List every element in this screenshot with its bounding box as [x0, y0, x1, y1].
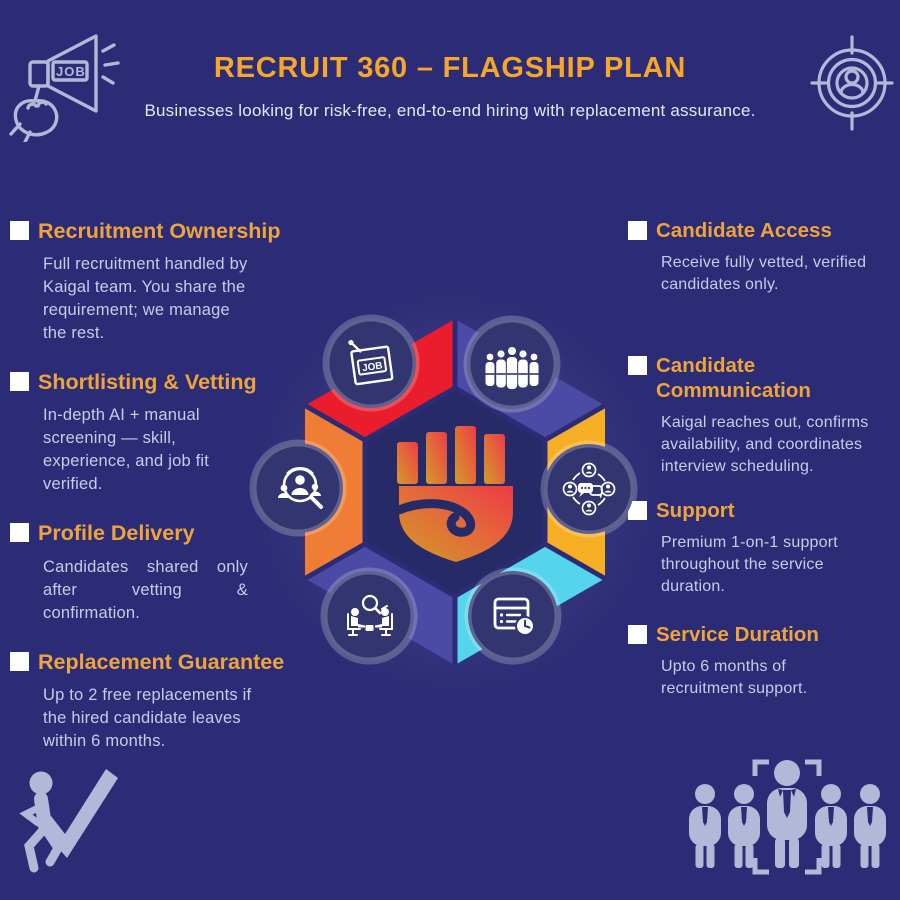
feature-title: Candidate Communication [656, 354, 811, 402]
feature-body: Receive fully vetted, verified candidate… [661, 254, 867, 293]
feature-shortlisting-vetting: Shortlisting & Vetting In-depth AI + man… [10, 369, 320, 496]
feature-body: Full recruitment handled by Kaigal team.… [43, 255, 248, 343]
person-checkmark-icon [19, 769, 118, 873]
feature-body: Up to 2 free replacements if the hired c… [43, 685, 252, 750]
workforce-group-icon [485, 347, 539, 389]
feature-replacement-guarantee: Replacement Guarantee Up to 2 free repla… [10, 649, 320, 753]
selection-brackets [752, 759, 822, 875]
page-subtitle: Businesses looking for risk-free, end-to… [144, 101, 756, 120]
team-member [854, 784, 886, 868]
bullet-square [628, 221, 647, 240]
bullet-square [10, 372, 29, 392]
candidate-search-icon [278, 467, 323, 509]
job-posting-icon: JOB [348, 339, 394, 386]
megaphone-job-icon: JOB [9, 34, 120, 142]
feature-body: Upto 6 months of recruitment support. [661, 658, 808, 697]
diagram-nodes: JOB [249, 314, 638, 665]
bullet-square [628, 356, 647, 375]
schedule-clock-icon [493, 597, 535, 636]
feature-body: Candidates shared only after vetting & c… [43, 557, 248, 622]
feature-title: Shortlisting & Vetting [38, 370, 257, 395]
page-title: RECRUIT 360 – FLAGSHIP PLAN [213, 52, 687, 84]
bullet-square [628, 625, 647, 644]
feature-title: Recruitment Ownership [38, 219, 281, 243]
job-note-label: JOB [361, 360, 383, 374]
target-person-icon [810, 35, 894, 131]
feature-service-duration: Service Duration Upto 6 months of recrui… [628, 622, 890, 700]
feature-title: Support [656, 499, 735, 522]
features-right: Candidate Access Receive fully vetted, v… [628, 218, 890, 724]
feature-support: Support Premium 1-on-1 support throughou… [628, 498, 890, 598]
interview-icon [347, 594, 393, 636]
feature-recruitment-ownership: Recruitment Ownership Full recruitment h… [10, 218, 320, 345]
kaigal-fist-shield-logo [394, 426, 513, 562]
feature-title: Service Duration [656, 623, 819, 646]
features-left: Recruitment Ownership Full recruitment h… [10, 218, 320, 777]
feature-title: Candidate Access [656, 219, 832, 242]
feature-body: Premium 1-on-1 support throughout the se… [661, 534, 838, 595]
candidate-communication-icon [562, 462, 616, 516]
bullet-square [10, 221, 29, 240]
feature-title: Replacement Guarantee [38, 649, 285, 674]
feature-body: In-depth AI + manual screening — skill, … [43, 406, 210, 494]
hexagon-process-diagram: JOB [249, 286, 661, 697]
team-selection-icon [689, 759, 886, 875]
megaphone-label: JOB [56, 64, 86, 79]
feature-candidate-access: Candidate Access Receive fully vetted, v… [628, 218, 890, 296]
bullet-square [10, 523, 29, 543]
bullet-square [10, 651, 29, 671]
feature-candidate-communication: Candidate Communication Kaigal reaches o… [628, 353, 890, 478]
feature-title: Profile Delivery [38, 521, 195, 546]
feature-profile-delivery: Profile Delivery Candidates shared only … [10, 520, 320, 624]
feature-body: Kaigal reaches out, confirms availabilit… [661, 414, 869, 475]
